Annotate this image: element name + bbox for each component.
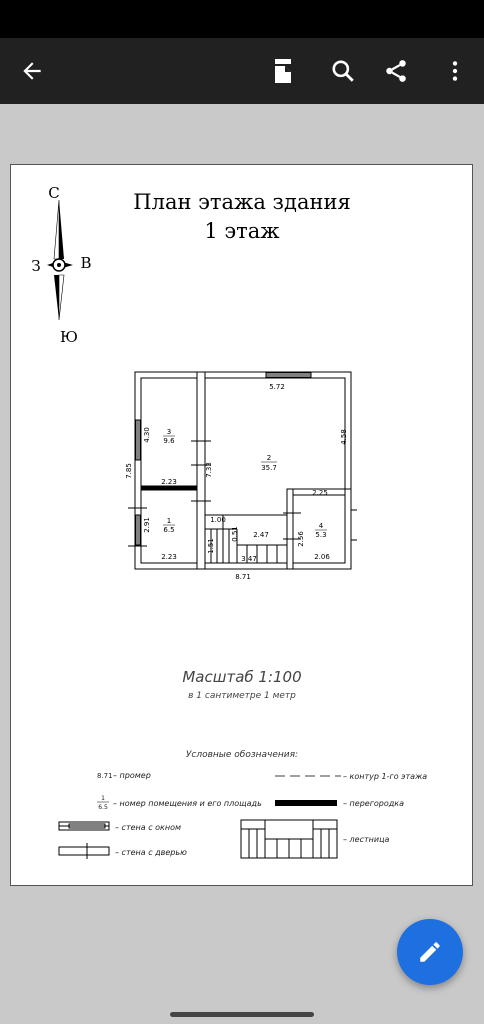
back-arrow-icon [23, 62, 41, 80]
share-button[interactable] [380, 55, 412, 87]
room-1-area: 6.5 [163, 526, 174, 534]
compass-east-label: В [80, 254, 91, 272]
legend-stair-label: – лестница [343, 835, 390, 844]
gesture-nav-bar[interactable] [170, 1012, 314, 1017]
legend-room-label: – номер помещения и его площадь [113, 799, 262, 808]
dim-room2-right: 4.58 [340, 429, 348, 445]
partition-hatch [140, 485, 198, 491]
dim-partition: 2.23 [161, 478, 177, 486]
compass-west-label: З [31, 257, 40, 275]
window-wall-symbol [58, 821, 110, 831]
stair-symbol [240, 819, 338, 859]
room-4-number: 4 [319, 522, 324, 530]
partition-symbol [275, 800, 337, 806]
legend-room-number: 1 [101, 795, 105, 802]
dim-total-height: 7.85 [125, 463, 133, 479]
dim-stair-top: 1.00 [210, 516, 226, 524]
room-4-area: 5.3 [315, 531, 326, 539]
dim-total-width: 8.71 [235, 573, 251, 581]
legend-title: Условные обозначения: [186, 750, 298, 760]
floor-plan-walls [128, 371, 357, 570]
room-2-number: 2 [267, 454, 271, 462]
legend-partition-label: – перегородка [343, 799, 404, 808]
dim-stair-bottom: 3.47 [241, 555, 257, 563]
share-icon [386, 60, 406, 82]
dim-stair-left: 1.51 [207, 538, 215, 554]
room-3-number: 3 [167, 428, 171, 436]
document-button[interactable] [268, 55, 300, 87]
legend-room-area: 6.5 [98, 804, 108, 811]
dim-stair-width: 2.47 [253, 531, 269, 539]
plan-title: План этажа здания [133, 190, 350, 214]
dim-room4-bottom: 2.06 [314, 553, 330, 561]
compass-south-label: Ю [60, 328, 78, 346]
dim-top: 5.72 [269, 383, 285, 391]
room-2-area: 35.7 [261, 464, 277, 472]
status-bar [0, 0, 484, 38]
legend: 8.71 – промер 1 6.5 – номер помещения и … [58, 771, 427, 859]
door-wall-symbol [58, 843, 110, 859]
back-button[interactable] [16, 55, 48, 87]
scale-note: в 1 сантиметре 1 метр [188, 691, 296, 701]
dim-bottom-left: 2.23 [161, 553, 177, 561]
compass-north-label: С [48, 184, 59, 202]
room-3-area: 9.6 [163, 437, 175, 445]
dim-room3-left: 4.30 [143, 427, 151, 443]
document-viewer[interactable]: План этажа здания 1 этаж С Ю З В [0, 104, 484, 1024]
dim-center-vertical: 7.33 [205, 462, 213, 478]
search-button[interactable] [327, 55, 359, 87]
dim-room1-left: 2.91 [143, 517, 151, 533]
pencil-edit-icon [420, 942, 440, 962]
legend-contour-label: – контур 1-го этажа [343, 772, 427, 781]
more-options-button[interactable] [439, 55, 471, 87]
dim-room4-top: 2.25 [312, 489, 328, 497]
legend-window-label: – стена с окном [115, 823, 181, 832]
room-1-number: 1 [167, 517, 171, 525]
legend-dim-sample: 8.71 [97, 772, 113, 780]
edit-fab-button[interactable] [397, 919, 463, 985]
plan-subtitle: 1 этаж [204, 219, 280, 243]
search-icon [332, 60, 354, 82]
document-icon [275, 59, 291, 83]
app-toolbar [0, 38, 484, 104]
dim-room4-left: 2.56 [297, 531, 305, 547]
document-page: План этажа здания 1 этаж С Ю З В [10, 164, 473, 886]
legend-dim-label: – промер [113, 771, 151, 780]
more-vert-icon [452, 61, 458, 81]
floor-plan-drawing: План этажа здания 1 этаж С Ю З В [31, 184, 427, 859]
dim-stair-small: 0.51 [231, 526, 239, 542]
scale-title: Масштаб 1:100 [182, 668, 301, 686]
compass-rose-icon [47, 199, 73, 321]
legend-door-label: – стена с дверью [115, 848, 187, 857]
